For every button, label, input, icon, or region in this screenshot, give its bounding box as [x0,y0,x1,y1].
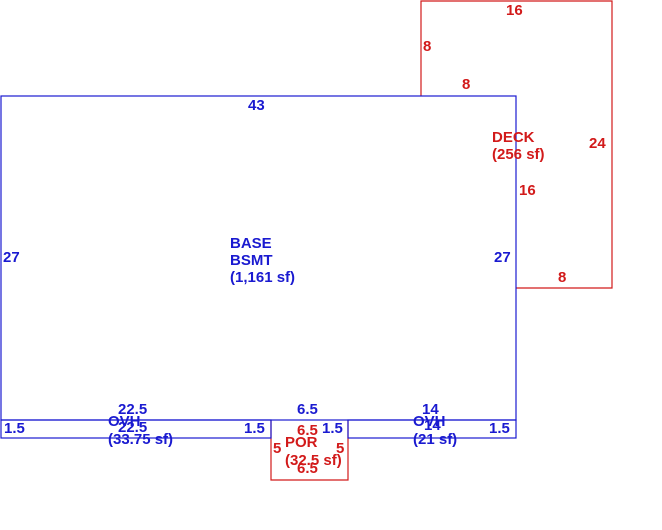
deck-outline [420,0,613,289]
dim-ovh-right-top: 14 [422,401,439,418]
dim-deck-right: 24 [589,135,606,152]
ovh-right-outline [347,419,517,439]
por-area-label: POR (32.5 sf) [285,434,342,469]
dim-base-left: 27 [3,249,20,266]
dim-ovh-right-bottom: 14 [424,417,441,434]
dim-ovh-left-top: 22.5 [118,401,147,418]
dim-ovh-right-right: 1.5 [489,420,510,437]
dim-deck-bottom: 8 [558,269,566,286]
dim-base-top: 43 [248,97,265,114]
dim-deck-step: 8 [462,76,470,93]
dim-ovh-left-left: 1.5 [4,420,25,437]
base-area-label: BASE BSMT (1,161 sf) [230,235,295,286]
dim-por-bottom: 6.5 [297,460,318,477]
ovh-left-area-label: OVH (33.75 sf) [108,413,173,448]
porch-outline [270,420,349,481]
dim-por-right: 5 [336,440,344,457]
dim-por-top-inner: 6.5 [297,422,318,439]
dim-base-right: 27 [494,249,511,266]
dim-por-left: 5 [273,440,281,457]
ovh-left-outline [0,419,272,439]
dim-por-top-outer: 6.5 [297,401,318,418]
deck-area-label: DECK (256 sf) [492,129,545,163]
dim-deck-top: 16 [506,2,523,19]
dim-ovh-right-left: 1.5 [322,420,343,437]
dim-ovh-left-right: 1.5 [244,420,265,437]
dim-deck-left-upper: 8 [423,38,431,55]
dim-deck-inner: 16 [519,182,536,199]
dim-ovh-left-bottom: 22.5 [118,419,147,436]
ovh-right-area-label: OVH (21 sf) [413,413,457,448]
